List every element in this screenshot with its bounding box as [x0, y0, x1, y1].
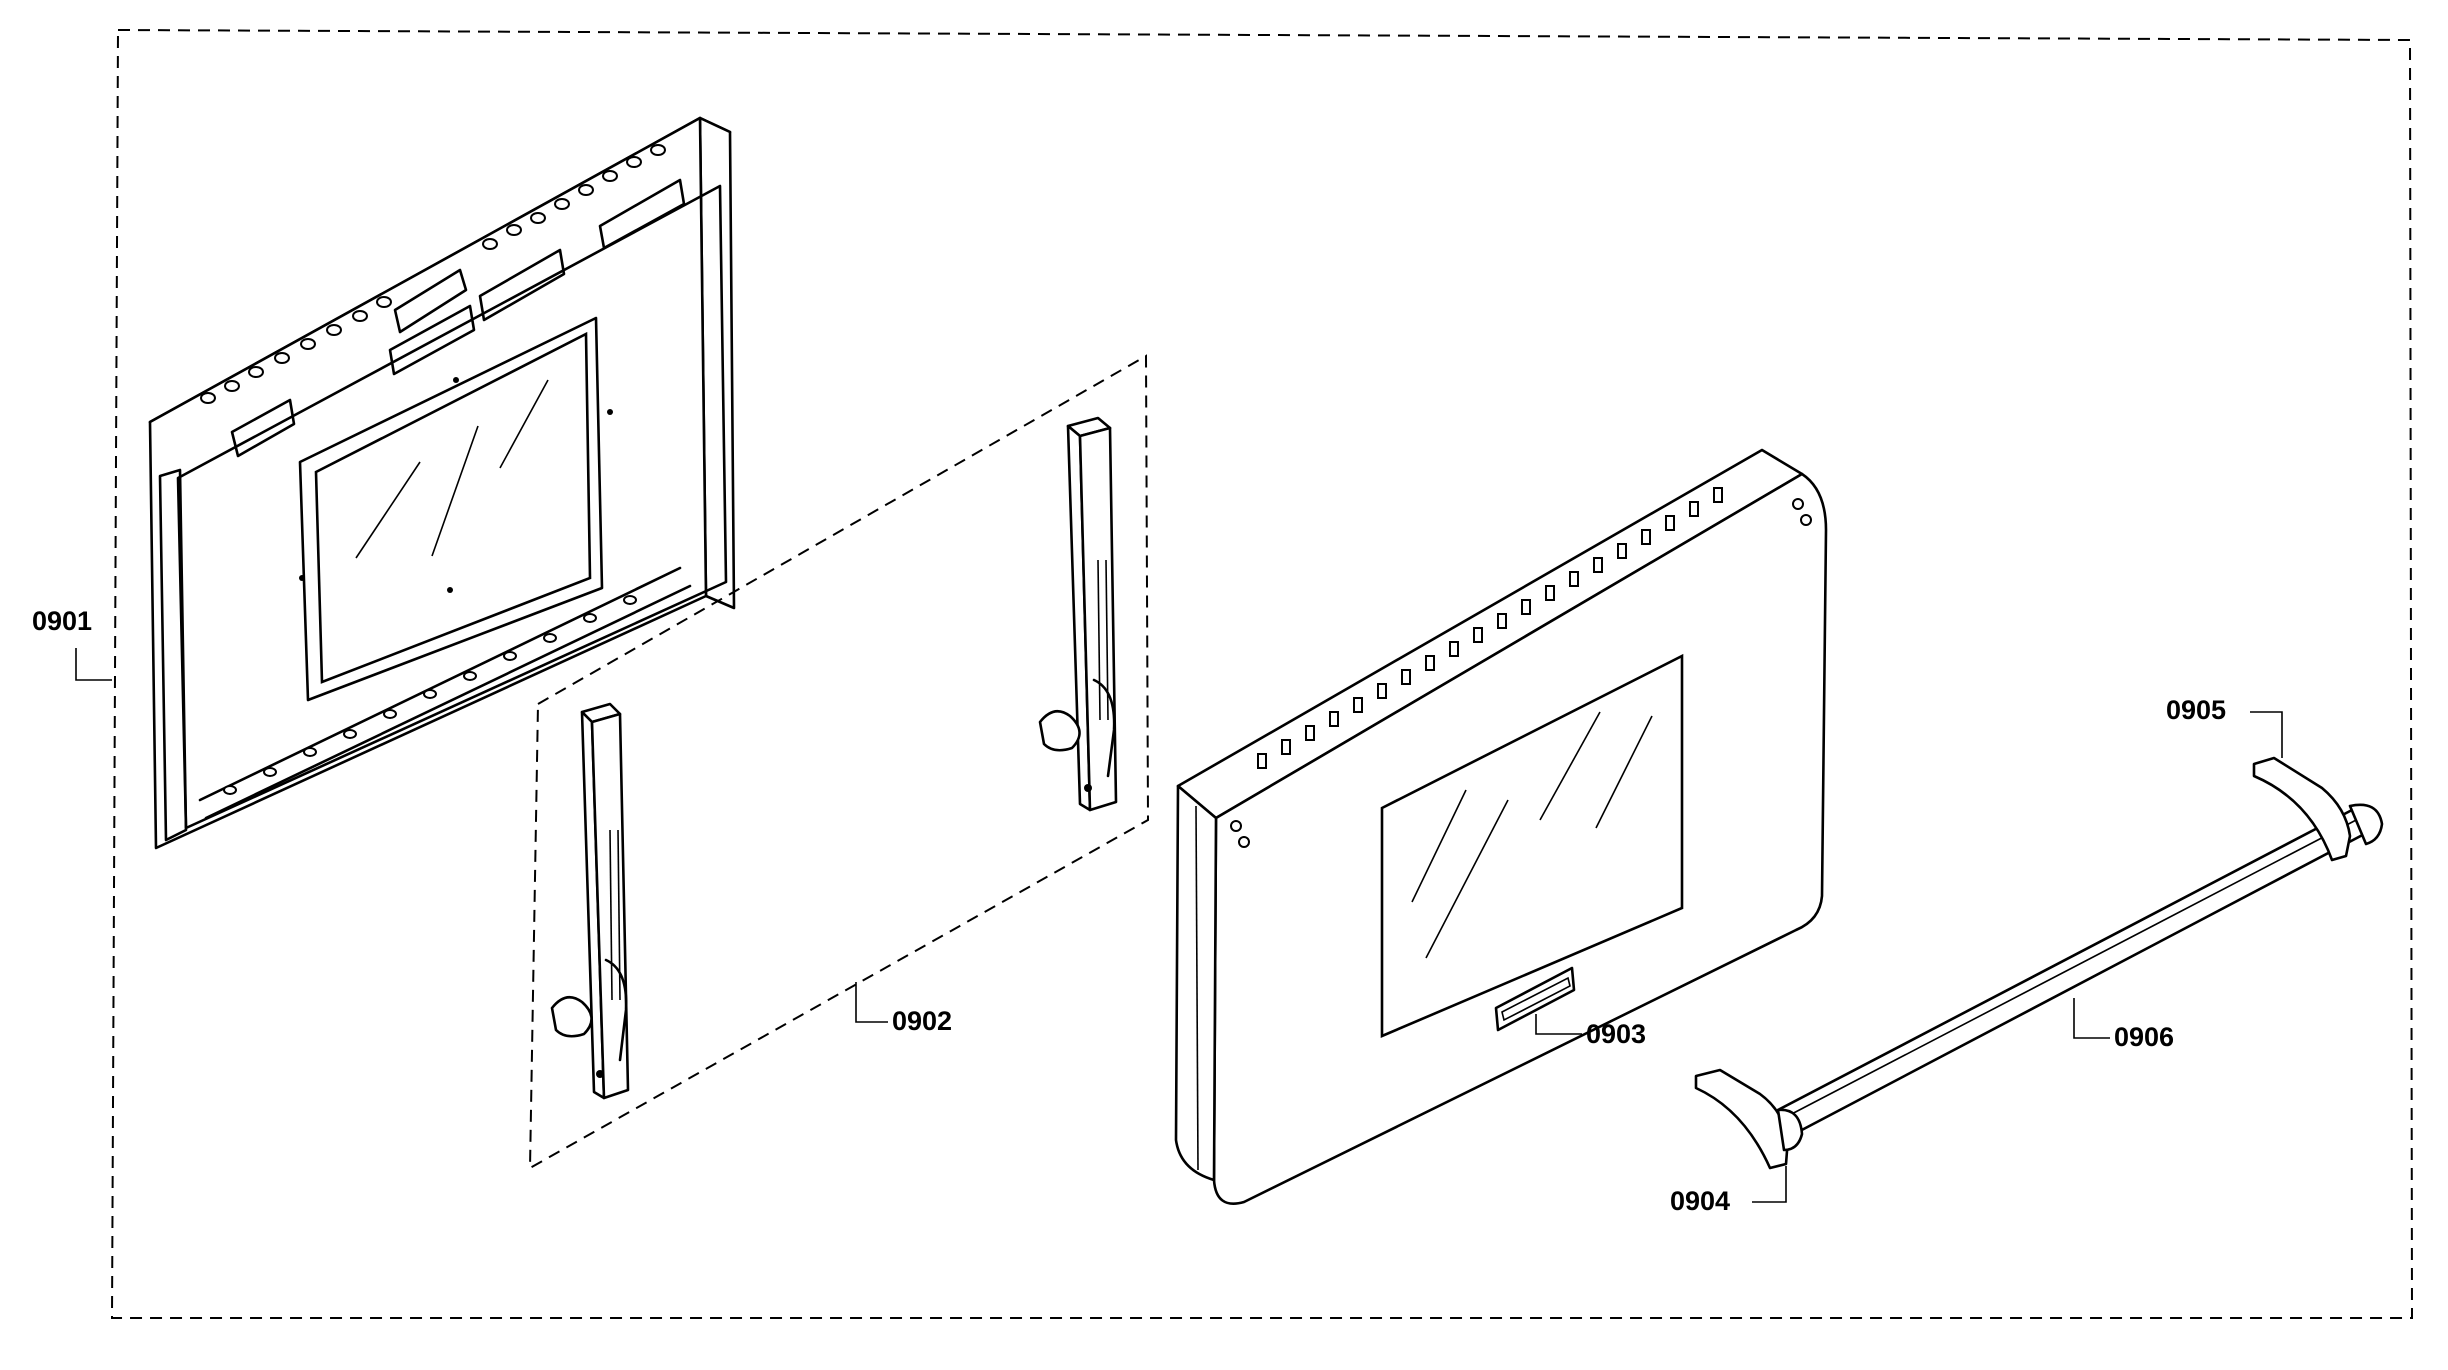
leader-0903: [1535, 1014, 1582, 1035]
hinge-left: [550, 702, 630, 1100]
part-label-0903: 0903: [1586, 1019, 1647, 1049]
part-label-0904: 0904: [1670, 1186, 1731, 1216]
assembly-boundary: [110, 28, 2414, 1319]
door-handle: [1694, 756, 2384, 1170]
leader-0905: [2250, 711, 2283, 758]
part-label-0901: 0901: [32, 606, 93, 636]
inner-door-frame: [148, 116, 736, 850]
leader-0906: [2073, 998, 2110, 1039]
part-label-0902: 0902: [892, 1006, 953, 1036]
hinge-group-boundary: [528, 354, 1150, 1170]
hinge-right: [1038, 416, 1118, 812]
part-label-0905: 0905: [2166, 695, 2227, 725]
outer-door-panel: [1174, 448, 1828, 1205]
leader-0904: [1752, 1166, 1787, 1203]
leader-0901: [75, 648, 112, 681]
leader-0902: [855, 982, 888, 1023]
part-label-0906: 0906: [2114, 1022, 2175, 1052]
